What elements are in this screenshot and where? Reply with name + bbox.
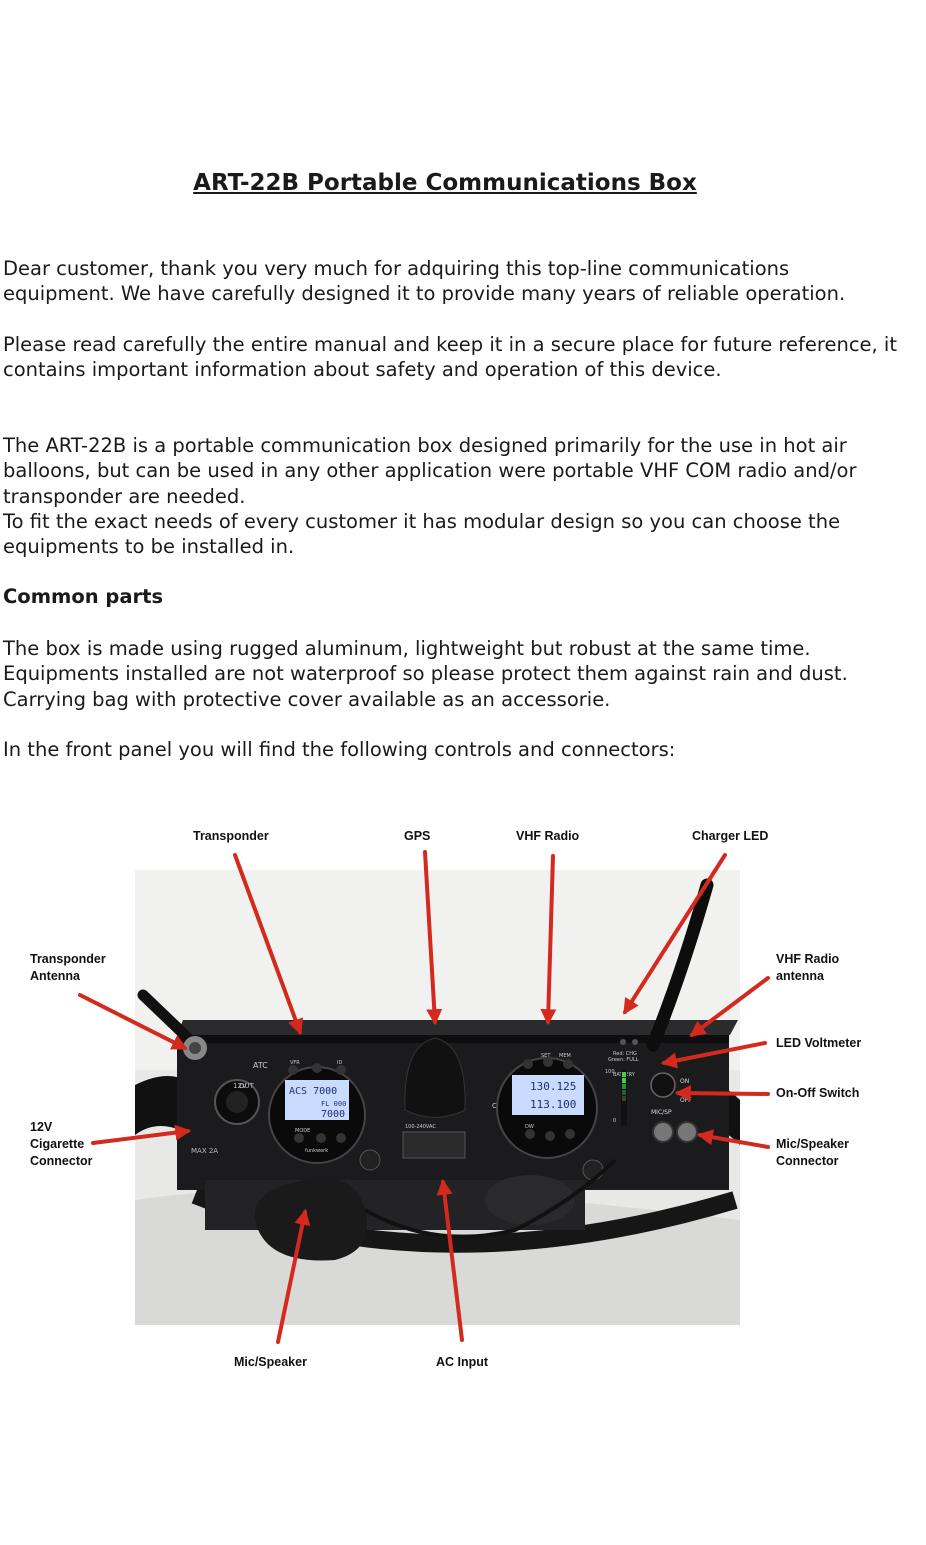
xpdr-display-line-3: 7000 <box>321 1109 345 1120</box>
callout-arrows <box>78 850 770 1344</box>
xpdr-display-line-1: ACS 7000 <box>289 1086 337 1097</box>
radio-display-line-1: 130.125 <box>530 1080 576 1093</box>
atc-label: ATC <box>253 1061 268 1070</box>
mic-speaker-label: Mic/Speaker <box>234 1355 307 1369</box>
vhf-radio-arrow <box>540 854 557 1026</box>
charger-led-label: Charger LED <box>692 829 769 843</box>
led-voltmeter-label: LED Voltmeter <box>776 1036 862 1050</box>
mic-speaker-connector-label: Mic/Speaker Connector <box>776 1137 849 1168</box>
transponder-arrow <box>233 853 304 1036</box>
dw-key-label: DW <box>525 1124 534 1130</box>
on-off-switch-arrow <box>674 1085 770 1102</box>
xpdr-brand-label: funkwerk <box>305 1148 328 1154</box>
on-off-switch-label: On-Off Switch <box>776 1086 860 1100</box>
gps-label: GPS <box>404 829 431 843</box>
charger-red-label: Red: CHG <box>613 1051 637 1057</box>
vhf-antenna-arrow <box>689 976 770 1037</box>
voltmeter-min-label: 0 <box>613 1118 616 1124</box>
vhf-radio-label: VHF Radio <box>516 829 580 843</box>
transponder-antenna-arrow <box>78 993 188 1050</box>
transponder-antenna-label: Transponder Antenna <box>30 952 106 983</box>
out-label: OUT <box>239 1082 255 1090</box>
gps-arrow <box>423 850 443 1026</box>
set-key-label: SET <box>541 1053 551 1059</box>
construction-paragraph: The box is made using rugged aluminum, l… <box>3 637 848 711</box>
cigarette-label: 12V <box>233 1082 247 1090</box>
radio-display-line-2: 113.100 <box>530 1098 576 1111</box>
cigarette-connector-label: 12V Cigarette Connector <box>30 1120 93 1168</box>
intro-paragraph: Dear customer, thank you very much for a… <box>3 257 846 306</box>
mic-speaker-connector-arrow <box>696 1129 770 1149</box>
vfr-key-label: VFR <box>290 1060 300 1066</box>
modular-paragraph: To fit the exact needs of every customer… <box>3 510 841 559</box>
transponder-label: Transponder <box>193 829 269 843</box>
voltmeter-max-label: 100 <box>605 1069 615 1075</box>
mode-key-label: MODE <box>295 1128 310 1134</box>
vhf-radio-antenna-label: VHF Radio antenna <box>776 952 840 983</box>
front-panel-paragraph: In the front panel you will find the fol… <box>3 738 676 761</box>
switch-on-label: ON <box>680 1078 689 1085</box>
mem-key-label: MEM <box>559 1053 571 1059</box>
charger-led-arrow <box>623 853 727 1015</box>
ac-input-label: AC Input <box>436 1355 489 1369</box>
mic-speaker-arrow <box>276 1208 311 1344</box>
care-paragraph: Please read carefully the entire manual … <box>3 333 897 382</box>
ac-input-arrow <box>436 1178 464 1342</box>
id-key-label: ID <box>337 1060 342 1066</box>
mic-speaker-panel-label: MIC/SP <box>651 1109 672 1116</box>
max-label: MAX 2A <box>191 1147 218 1155</box>
description-paragraph: The ART-22B is a portable communication … <box>3 434 857 508</box>
cigarette-connector-arrow <box>91 1124 192 1145</box>
front-panel-figure: 12V OUT MAX 2A ATC ACS 7000 FL 000 7000 … <box>0 800 926 1400</box>
xpdr-display-line-2: FL 000 <box>321 1100 346 1108</box>
page-title: ART-22B Portable Communications Box <box>193 170 697 196</box>
charger-green-label: Green: FULL <box>608 1057 639 1063</box>
led-voltmeter-arrow <box>660 1041 767 1069</box>
voltage-label: 100-240VAC <box>405 1124 436 1130</box>
section-heading: Common parts <box>3 585 164 608</box>
